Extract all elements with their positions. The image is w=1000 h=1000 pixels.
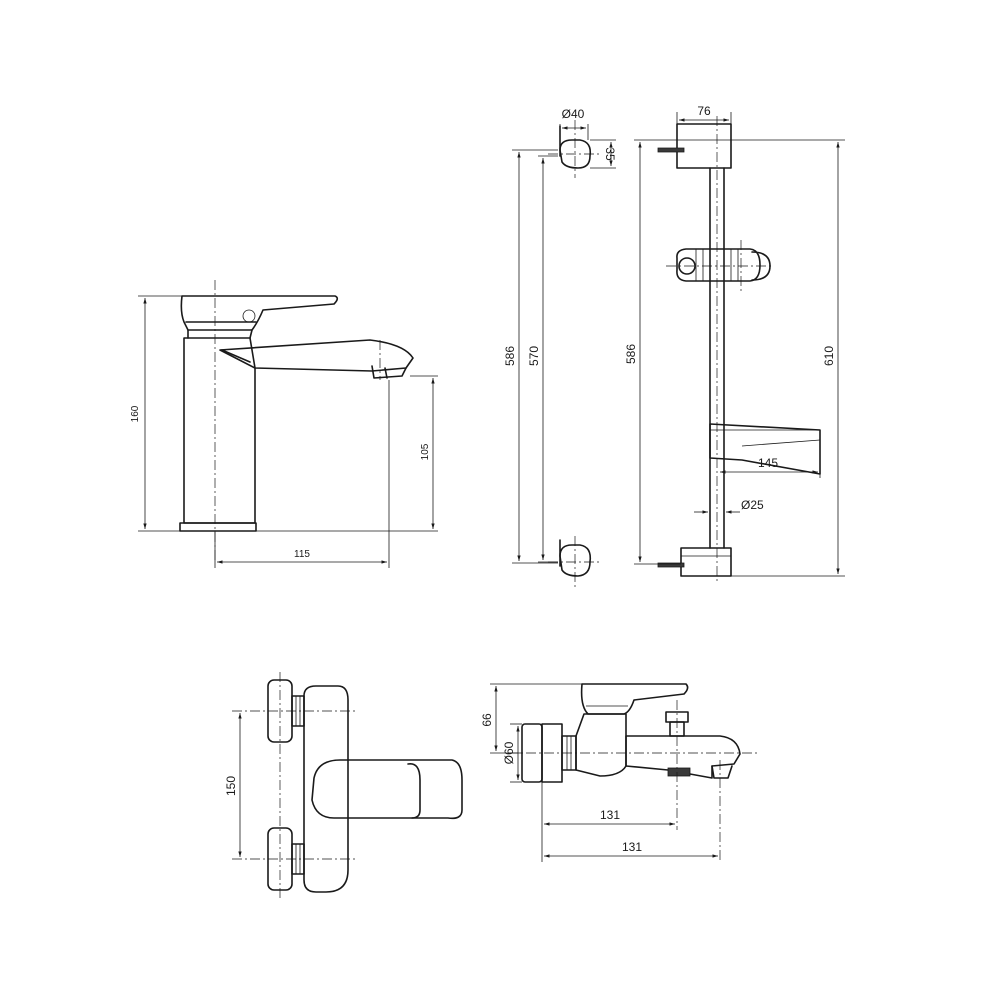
rail-holder-depth-label: 35 <box>603 147 617 161</box>
rail-top-bracket <box>676 123 732 169</box>
rail-diameter-label: Ø25 <box>741 498 764 512</box>
bath-mixer-top-view: 150 <box>224 672 463 900</box>
rail-length-right-label: 586 <box>624 344 638 364</box>
bath-side-body <box>575 713 627 777</box>
rail-inner-length-label: 570 <box>527 346 541 366</box>
basin-spout-height-label: 105 <box>420 443 431 460</box>
bath-lever <box>311 759 463 820</box>
bath-mixer-side-view: 66 Ø60 131 131 <box>480 683 760 862</box>
rail-side-view: Ø40 35 586 570 <box>503 107 617 590</box>
rail-holder-diameter-label: Ø40 <box>562 107 585 121</box>
basin-base <box>179 522 257 532</box>
basin-spout <box>219 339 414 372</box>
rail-length-left-label: 586 <box>503 346 517 366</box>
rail-top-holder <box>559 139 592 169</box>
rail-soap-dish <box>709 423 821 475</box>
basin-spout-reach-label: 115 <box>294 549 310 560</box>
bath-body-diameter-label: Ø60 <box>502 741 516 764</box>
basin-handle <box>180 295 339 331</box>
rail-bracket-width-label: 76 <box>697 104 711 118</box>
bath-side-spout <box>625 735 741 779</box>
rail-slider <box>666 240 774 292</box>
bath-side-handle <box>580 683 689 715</box>
bath-reach-inner-label: 131 <box>600 808 620 822</box>
soap-dish-length-label: 145 <box>758 456 778 470</box>
rail-bottom-bracket <box>680 547 732 577</box>
rail-total-height-label: 610 <box>822 346 836 366</box>
rail-front-view: 76 586 610 145 Ø25 <box>624 104 845 582</box>
bath-body <box>303 685 349 893</box>
bath-handle-height-label: 66 <box>480 713 494 727</box>
basin-height-label: 160 <box>130 405 141 422</box>
bath-inlet-spacing-label: 150 <box>224 776 238 796</box>
basin-mixer-view: 160 105 115 <box>130 280 438 568</box>
basin-body <box>183 337 256 524</box>
bath-reach-outer-label: 131 <box>622 840 642 854</box>
